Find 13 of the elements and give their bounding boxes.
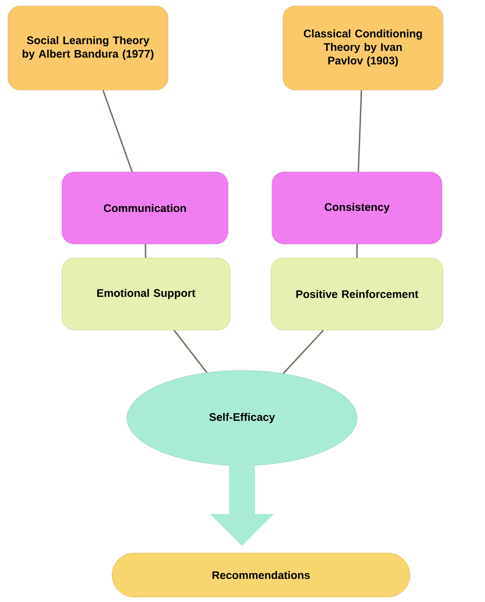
connector-line bbox=[282, 330, 324, 374]
process-box: Emotional Support bbox=[62, 258, 230, 330]
process-box: Positive Reinforcement bbox=[270, 258, 444, 330]
process-box: Consistency bbox=[272, 172, 442, 244]
theory-box: Social Learning Theory by Albert Bandura (1977) bbox=[8, 6, 168, 90]
result-pill: Recommendations bbox=[112, 552, 410, 598]
theory-box: Classical Conditioning Theory by Ivan Pavlov (1903) bbox=[282, 6, 444, 90]
connector-line bbox=[144, 244, 146, 258]
process-box: Communication bbox=[62, 172, 228, 244]
connector-line bbox=[358, 90, 362, 172]
connector-line bbox=[102, 90, 133, 172]
connector-line bbox=[356, 244, 358, 258]
connector-line bbox=[173, 330, 208, 373]
